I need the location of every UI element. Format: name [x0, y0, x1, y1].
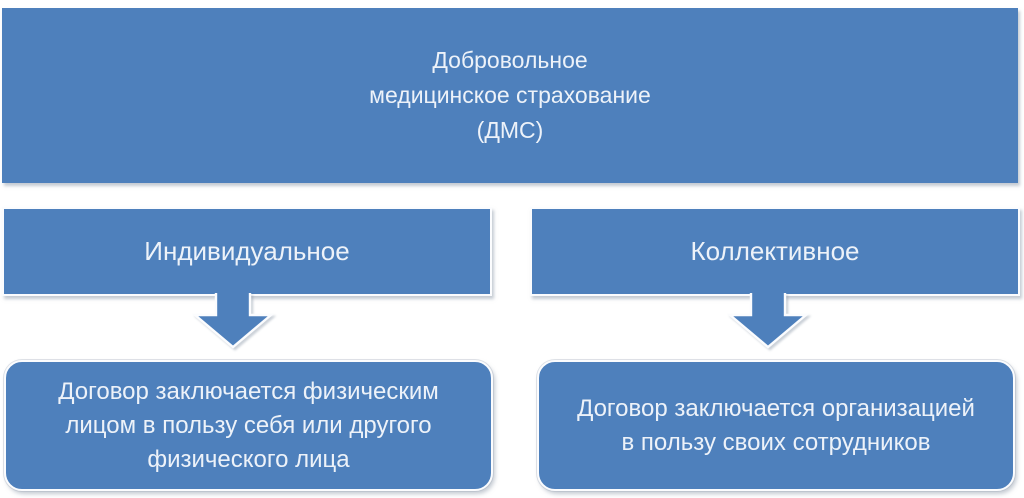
branch-node-individual: Индивидуальное — [2, 207, 492, 296]
description-individual-text: Договор заключается физическим лицом в п… — [58, 377, 439, 473]
down-arrow-icon — [191, 293, 275, 349]
description-node-collective: Договор заключается организацией в польз… — [537, 360, 1015, 491]
branch-collective-label: Коллективное — [690, 236, 860, 266]
root-node-label: Добровольное медицинское страхование (ДМ… — [369, 47, 651, 143]
branch-individual-label: Индивидуальное — [144, 236, 350, 266]
root-node-dms: Добровольное медицинское страхование (ДМ… — [2, 8, 1018, 183]
description-node-individual: Договор заключается физическим лицом в п… — [4, 360, 493, 491]
description-collective-text: Договор заключается организацией в польз… — [577, 394, 975, 456]
branch-node-collective: Коллективное — [530, 207, 1020, 296]
down-arrow-icon — [726, 293, 810, 349]
